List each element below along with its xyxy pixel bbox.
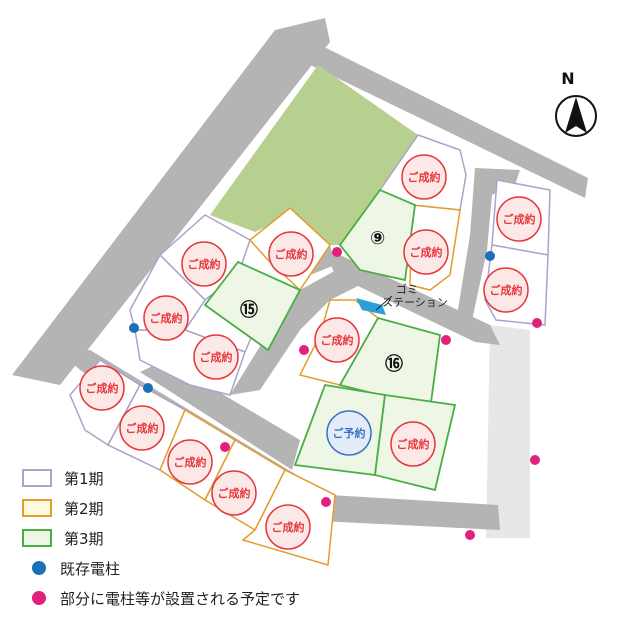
legend-phase3: 第3期 bbox=[18, 526, 378, 550]
sold-lot-badge: ご成約 bbox=[483, 267, 529, 313]
lot-status-label: ご成約 bbox=[174, 455, 207, 469]
garbage-station bbox=[356, 298, 386, 315]
planned-pole bbox=[220, 442, 230, 452]
lot-number-16: ⑯ bbox=[385, 353, 403, 375]
lot-status-label: ご成約 bbox=[408, 170, 441, 184]
sold-lot-badge: ご成約 bbox=[403, 229, 449, 275]
lot-status-label: ご成約 bbox=[397, 437, 430, 451]
existing-pole-icon bbox=[32, 561, 46, 575]
garbage-station-leader bbox=[375, 295, 393, 311]
planned-pole-icon bbox=[32, 591, 46, 605]
sold-lot-badge: ご成約 bbox=[211, 470, 257, 516]
lot-status-label: ご成約 bbox=[490, 283, 523, 297]
lot-status-label: ご成約 bbox=[272, 520, 305, 534]
sold-lot-badge: ご成約 bbox=[193, 334, 239, 380]
phase3-lots bbox=[203, 188, 457, 492]
sold-lot-badge: ご成約 bbox=[181, 241, 227, 287]
planned-pole bbox=[299, 345, 309, 355]
planned-pole bbox=[532, 318, 542, 328]
lot-status-label: ご成約 bbox=[503, 212, 536, 226]
legend-existing-pole-label: 既存電柱 bbox=[60, 559, 121, 578]
existing-pole bbox=[485, 251, 495, 261]
north-arrow-icon: N bbox=[555, 69, 597, 137]
existing-pole bbox=[143, 383, 153, 393]
lot-status-label: ご成約 bbox=[86, 381, 119, 395]
sold-lot-badge: ご成約 bbox=[268, 231, 314, 277]
lot-number-9: ⑨ bbox=[370, 228, 385, 249]
planned-pole bbox=[321, 497, 331, 507]
sold-lot-badge: ご成約 bbox=[265, 504, 311, 550]
sold-lot-badge: ご成約 bbox=[79, 365, 125, 411]
existing-poles bbox=[129, 251, 495, 393]
green-area bbox=[210, 65, 418, 245]
legend-phase3-label: 第3期 bbox=[64, 529, 104, 548]
lot-number-15: ⑮ bbox=[240, 299, 258, 321]
sold-lot-badge: ご成約 bbox=[390, 421, 436, 467]
sold-lot-badge: ご成約 bbox=[119, 405, 165, 451]
legend-planned-pole: 部分に電柱等が設置される予定です bbox=[18, 586, 378, 610]
legend-existing-pole: 既存電柱 bbox=[18, 556, 378, 580]
planned-pole bbox=[465, 530, 475, 540]
phase1-swatch bbox=[22, 469, 52, 487]
lot-status-label: ご成約 bbox=[275, 247, 308, 261]
planned-poles bbox=[220, 247, 542, 540]
legend-phase2-label: 第2期 bbox=[64, 499, 104, 518]
reserved-lot-badge: ご予約 bbox=[326, 410, 372, 456]
sold-lot-badge: ご成約 bbox=[401, 154, 447, 200]
lot-status-label: ご成約 bbox=[218, 486, 251, 500]
planned-pole bbox=[441, 335, 451, 345]
legend: 第1期 第2期 第3期 既存電柱 部分に電柱等が設置される予定です bbox=[18, 466, 378, 616]
phase3-swatch bbox=[22, 529, 52, 547]
planned-pole bbox=[332, 247, 342, 257]
lot-status-label: ご成約 bbox=[188, 257, 221, 271]
sold-lot-badge: ご成約 bbox=[314, 317, 360, 363]
garbage-station-label-2: ステーション bbox=[382, 296, 448, 309]
lot-status-label: ご成約 bbox=[410, 245, 443, 259]
lot-status-label: ご成約 bbox=[321, 333, 354, 347]
legend-phase2: 第2期 bbox=[18, 496, 378, 520]
legend-phase1: 第1期 bbox=[18, 466, 378, 490]
road-east bbox=[486, 325, 530, 538]
legend-phase1-label: 第1期 bbox=[64, 469, 104, 488]
sold-lot-badge: ご成約 bbox=[496, 196, 542, 242]
lot-status-label: ご予約 bbox=[333, 426, 366, 440]
phase2-swatch bbox=[22, 499, 52, 517]
legend-planned-pole-label: 部分に電柱等が設置される予定です bbox=[60, 589, 301, 608]
lot-status-label: ご成約 bbox=[200, 350, 233, 364]
lot-status-label: ご成約 bbox=[150, 311, 183, 325]
sold-lot-badge: ご成約 bbox=[143, 295, 189, 341]
sold-lot-badge: ご成約 bbox=[167, 439, 213, 485]
north-label: N bbox=[561, 69, 574, 88]
garbage-station-label-1: ゴミ bbox=[396, 282, 418, 296]
planned-pole bbox=[530, 455, 540, 465]
lot-status-label: ご成約 bbox=[126, 421, 159, 435]
existing-pole bbox=[129, 323, 139, 333]
